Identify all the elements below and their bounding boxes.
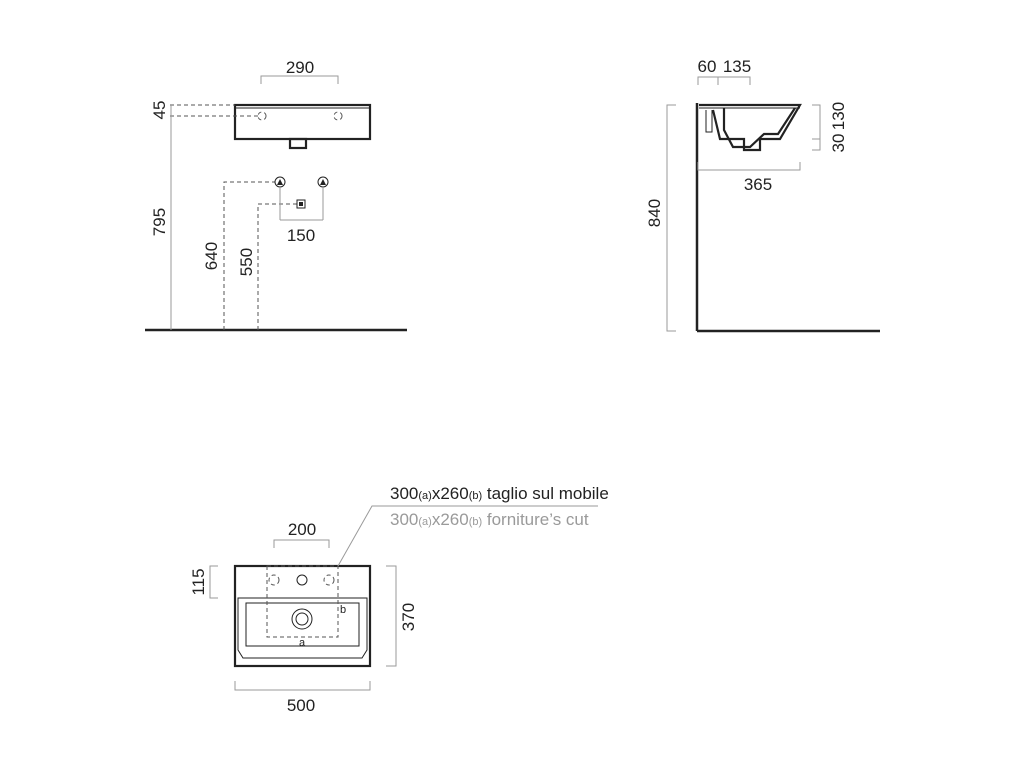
side-overflow-duct	[705, 110, 713, 133]
side-rim-label: 30	[829, 134, 848, 153]
front-basin-body	[233, 103, 372, 141]
plan-drain-inner	[295, 612, 309, 626]
note-it-width: 300	[390, 484, 418, 503]
plan-view: a b 200 115 370 500 300(a)x260(b) taglio…	[189, 484, 609, 715]
side-basin-height-label: 130	[829, 102, 848, 130]
front-tap-hole-left	[257, 111, 267, 121]
front-supply-ext-line	[223, 181, 278, 330]
plan-tap-spacing-line	[273, 539, 330, 548]
plan-note-leader	[337, 505, 598, 567]
plan-note-italian: 300(a)x260(b) taglio sul mobile	[390, 484, 609, 503]
side-total-height-label: 840	[645, 199, 664, 227]
note-it-b: (b)	[469, 490, 482, 502]
plan-basin-outer	[233, 564, 372, 668]
plan-tap-hole-center	[296, 574, 308, 586]
side-inner-label: 135	[723, 57, 751, 76]
front-drain-height-label: 550	[237, 248, 256, 276]
plan-bowl-inner	[245, 602, 360, 647]
plan-note-english: 300(a)x260(b) forniture’s cut	[390, 510, 589, 529]
front-tap-hole-right	[333, 111, 343, 121]
plan-back-depth-label: 115	[189, 568, 208, 595]
plan-tap-spacing-label: 200	[288, 520, 316, 539]
plan-tap-hole-right	[323, 574, 335, 586]
side-depth-label: 365	[744, 175, 772, 194]
front-supply-spacing-label: 150	[287, 226, 315, 245]
front-view: 290 45 795 640 550 150	[145, 58, 407, 332]
note-en-width: 300	[390, 510, 418, 529]
plan-back-depth-line	[209, 565, 218, 599]
note-en-x: x260	[432, 510, 469, 529]
plan-cut-label-a: a	[299, 637, 306, 649]
side-basin-inner	[722, 107, 796, 149]
front-supply-left-arrow	[277, 179, 283, 185]
note-it-x: x260	[432, 484, 469, 503]
side-wall-offset-label: 60	[698, 57, 717, 76]
front-total-height-label: 795	[150, 208, 169, 236]
front-supply-right-arrow	[320, 179, 326, 185]
plan-bowl-outline	[237, 597, 368, 659]
front-supply-height-label: 640	[202, 242, 221, 270]
side-depth-dimension-line	[697, 162, 801, 171]
plan-furniture-cut-outline	[266, 565, 339, 638]
front-width-dimension-line	[260, 75, 339, 84]
front-width-label: 290	[286, 58, 314, 77]
plan-drain-outer	[291, 608, 313, 630]
note-en-rest: forniture’s cut	[482, 510, 589, 529]
plan-tap-hole-left	[268, 574, 280, 586]
front-top-height-label: 45	[150, 101, 169, 120]
plan-depth-label: 370	[399, 603, 418, 631]
plan-cut-label-b: b	[340, 604, 346, 616]
front-drain-point-core	[299, 202, 303, 206]
side-basin-outer	[699, 103, 802, 152]
front-drain-stub	[288, 137, 308, 150]
front-drain-ext-line	[257, 203, 298, 330]
plan-width-label: 500	[287, 696, 315, 715]
side-total-height-line	[666, 104, 676, 332]
plan-width-line	[234, 681, 371, 691]
note-en-b: (b)	[469, 516, 482, 528]
note-it-rest: taglio sul mobile	[482, 484, 609, 503]
side-view: 60 135 365 840 30 130	[645, 57, 880, 333]
note-it-a: (a)	[418, 490, 431, 502]
side-top-dimension-line	[697, 76, 751, 85]
note-en-a: (a)	[418, 516, 431, 528]
plan-depth-line	[386, 565, 397, 667]
side-right-dimension-line	[812, 104, 821, 151]
